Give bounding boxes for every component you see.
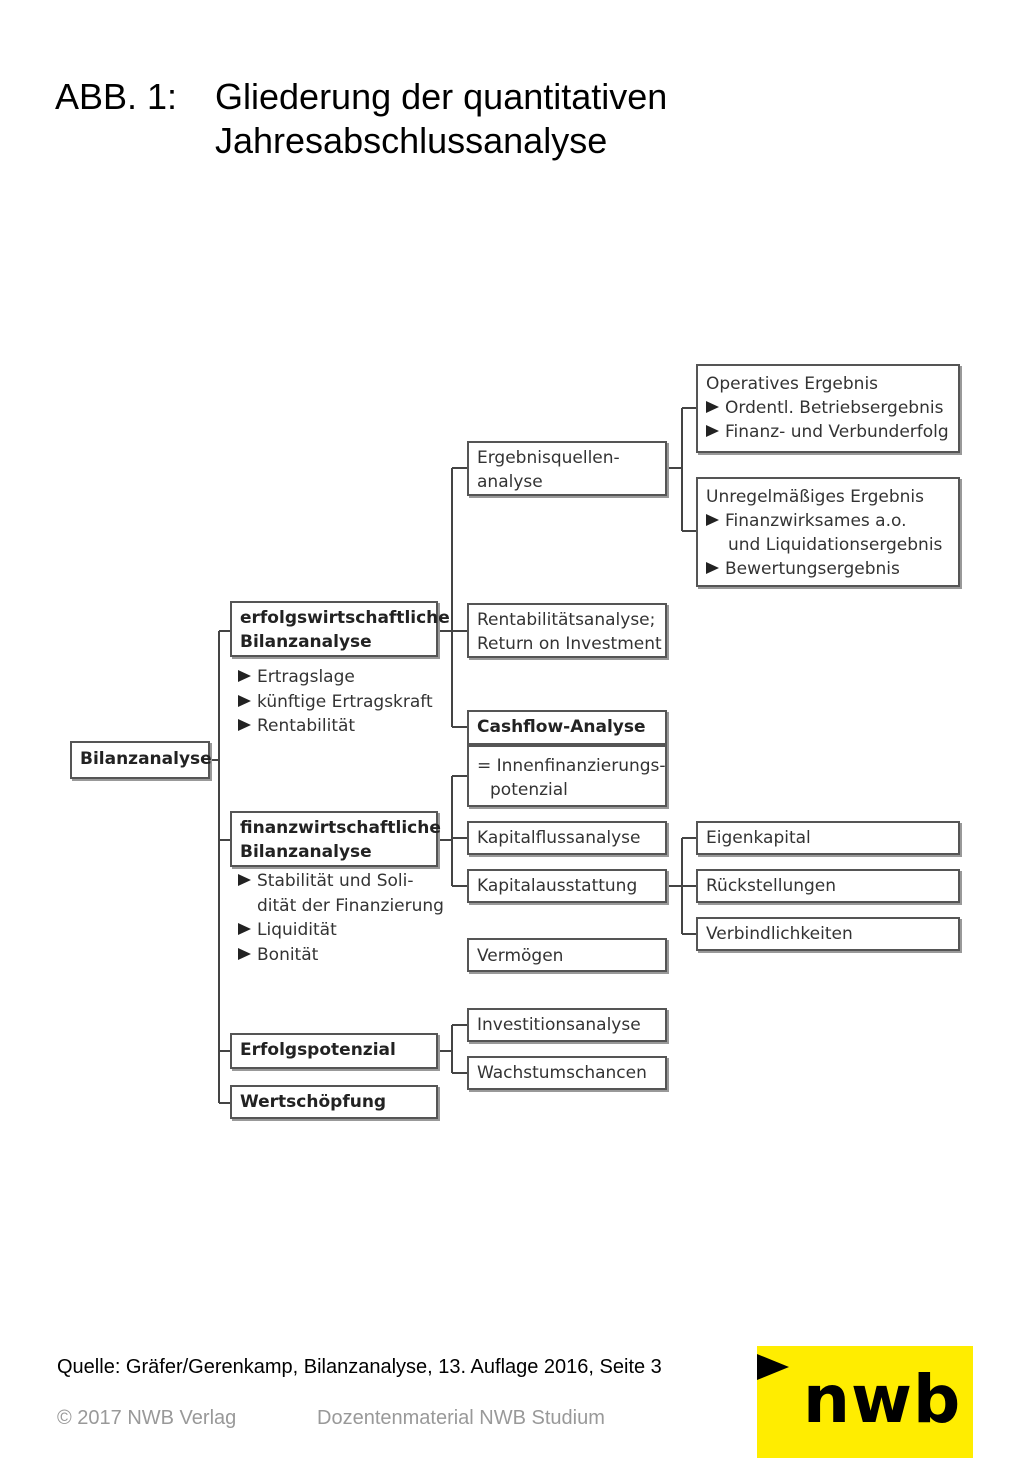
ergebnisquellenanalyse-box: Ergebnisquellen- analyse [467,441,667,496]
wertschoepfung-box: Wertschöpfung [230,1085,438,1119]
bullet-arrow-icon [706,425,719,437]
bullet-arrow-icon [238,874,251,886]
rentabilitaet-line1: Rentabilitätsanalyse; [477,610,656,630]
list-item: künftige Ertragskraft [238,690,433,715]
bullet-arrow-icon [238,719,251,731]
bullet-arrow-icon [706,401,719,413]
innenfinanzierung-line2: potenzial [490,780,568,800]
erfolgswirtschaftliche-bilanzanalyse-box: erfolgswirtschaftliche Bilanzanalyse [230,601,450,657]
course-material-note: Dozentenmaterial NWB Studium [317,1407,605,1429]
vermoegen-label: Vermögen [477,946,564,966]
rentabilitaetsanalyse-box: Rentabilitätsanalyse; Return on Investme… [467,603,667,658]
ergebnisquellen-line2: analyse [477,472,543,492]
finanz-title-line1: finanzwirtschaftliche [240,818,441,838]
list-item: Ordentl. Betriebsergebnis [706,396,950,420]
erfolg-title-line2: Bilanzanalyse [240,632,372,652]
verbindlichkeiten-label: Verbindlichkeiten [706,924,853,944]
erfolgspotenzial-box: Erfolgspotenzial [230,1033,438,1069]
kapitalausstattung-label: Kapitalausstattung [477,876,638,896]
rueckstellungen-box: Rückstellungen [696,869,960,903]
finanz-bullet-list: Stabilität und Soli- dität der Finanzier… [238,869,444,967]
bullet-arrow-icon [238,947,251,960]
bilanzanalyse-label: Bilanzanalyse [80,749,212,769]
rueckstellungen-label: Rückstellungen [706,876,837,896]
list-item: Finanzwirksames a.o. [706,509,950,533]
unregelmaessiges-ergebnis-box: Unregelmäßiges Ergebnis Finanzwirksames … [696,477,960,587]
innenfinanzierung-line1: = Innenfinanzierungs- [477,756,666,776]
list-item: Rentabilität [238,714,433,739]
figure-title-line1: Gliederung der quantitativen [215,76,668,117]
copyright-note: © 2017 NWB Verlag [57,1407,237,1429]
list-item: Stabilität und Soli- [238,869,444,894]
list-item-continuation: und Liquidationsergebnis [728,535,943,555]
bullet-arrow-icon [238,923,251,935]
rentabilitaet-line2: Return on Investment [477,634,662,654]
cashflow-analyse-box: Cashflow-Analyse [467,710,667,745]
innenfinanzierungspotenzial-box: = Innenfinanzierungs- potenzial [467,745,667,807]
bilanzanalyse-box: Bilanzanalyse [70,741,212,779]
list-item: Bewertungsergebnis [706,557,950,581]
wachstum-label: Wachstumschancen [477,1063,647,1083]
investitionsanalyse-box: Investitionsanalyse [467,1008,667,1042]
ergebnisquellen-line1: Ergebnisquellen- [477,448,620,468]
operatives-ergebnis-box: Operatives Ergebnis Ordentl. Betriebserg… [696,364,960,453]
kapitalflussanalyse-box: Kapitalflussanalyse [467,821,667,855]
list-item-continuation: dität der Finanzierung [257,895,444,916]
kapitalausstattung-box: Kapitalausstattung [467,869,667,903]
unregelmaessig-title: Unregelmäßiges Ergebnis [706,487,925,507]
cashflow-label: Cashflow-Analyse [477,717,646,737]
list-item: Bonität [238,943,444,968]
eigenkapital-box: Eigenkapital [696,821,960,855]
bullet-arrow-icon [238,694,251,707]
vermoegen-box: Vermögen [467,938,667,972]
wertschoepfung-label: Wertschöpfung [240,1092,387,1112]
finanzwirtschaftliche-bilanzanalyse-box: finanzwirtschaftliche Bilanzanalyse [230,811,441,867]
list-item: Ertragslage [238,665,433,690]
kapitalfluss-label: Kapitalflussanalyse [477,828,641,848]
investition-label: Investitionsanalyse [477,1015,641,1035]
erfolg-title-line1: erfolgswirtschaftliche [240,608,450,628]
erfolg-bullet-list: Ertragslage künftige Ertragskraft Rentab… [238,665,433,739]
bullet-arrow-icon [706,514,719,526]
figure-label: ABB. 1: [55,76,178,117]
nwb-logo: nwb [757,1346,973,1458]
figure-title-line2: Jahresabschlussanalyse [215,120,608,161]
list-item: Finanz- und Verbunderfolg [706,420,950,444]
logo-arrow-icon [757,1354,789,1380]
bullet-arrow-icon [706,562,719,574]
logo-text: nwb [803,1361,962,1438]
operatives-title: Operatives Ergebnis [706,374,879,394]
wachstumschancen-box: Wachstumschancen [467,1056,667,1090]
verbindlichkeiten-box: Verbindlichkeiten [696,917,960,951]
list-item: Liquidität [238,918,444,943]
finanz-title-line2: Bilanzanalyse [240,842,372,862]
bullet-arrow-icon [238,670,251,682]
erfolgspotenzial-label: Erfolgspotenzial [240,1040,396,1060]
source-note: Quelle: Gräfer/Gerenkamp, Bilanzanalyse,… [57,1356,662,1378]
eigenkapital-label: Eigenkapital [706,828,811,848]
